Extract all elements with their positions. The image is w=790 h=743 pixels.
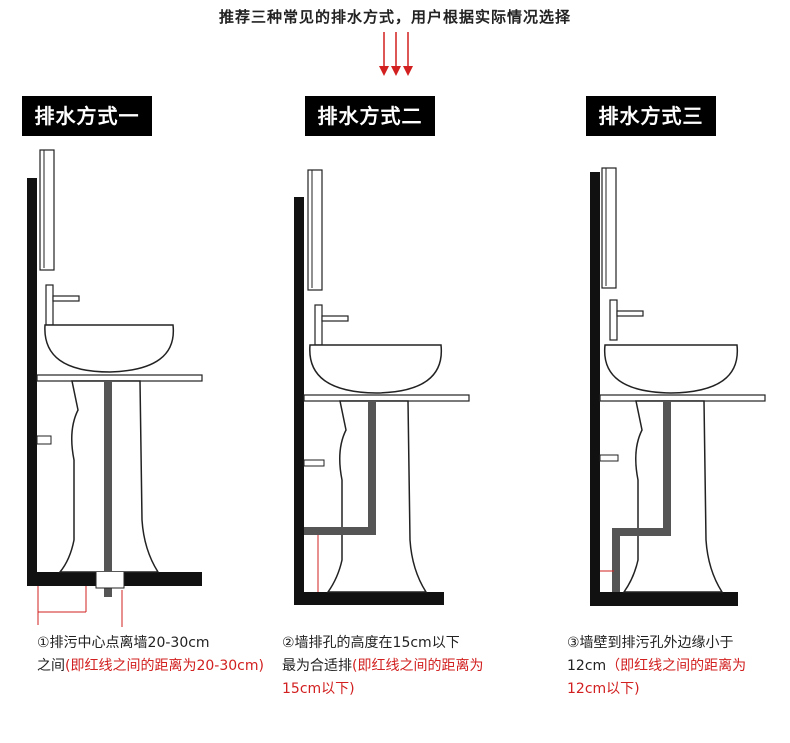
caption-method-1: ①排污中心点离墙20-30cm 之间(即红线之间的距离为20-30cm) — [37, 632, 269, 678]
caption-method-3-black: 12cm — [567, 658, 607, 674]
caption-method-3: ③墙壁到排污孔外边缘小于 12cm（即红线之间的距离为12cm以下) — [567, 632, 782, 701]
diagram-method-3 — [590, 167, 766, 606]
down-arrows-icon — [379, 32, 413, 76]
caption-method-1-red: (即红线之间的距离为20-30cm) — [65, 658, 264, 674]
diagram-method-2 — [294, 169, 470, 605]
method-3-title: 排水方式三 — [586, 96, 716, 136]
caption-method-2-black: 最为合适排 — [282, 658, 352, 674]
caption-method-3-line1: ③墙壁到排污孔外边缘小于 — [567, 635, 734, 651]
page-title: 推荐三种常见的排水方式，用户根据实际情况选择 — [218, 8, 571, 26]
caption-method-2-red: (即红线之间的距离为15cm以下) — [282, 658, 484, 697]
method-1-title: 排水方式一 — [22, 96, 152, 136]
diagram-method-1 — [27, 149, 203, 627]
caption-method-1-black: 之间 — [37, 658, 65, 674]
caption-method-3-red: （即红线之间的距离为12cm以下) — [567, 658, 747, 697]
caption-method-1-line1: ①排污中心点离墙20-30cm — [37, 635, 210, 651]
caption-method-2-line1: ②墙排孔的高度在15cm以下 — [282, 635, 460, 651]
method-2-title: 排水方式二 — [305, 96, 435, 136]
caption-method-2: ②墙排孔的高度在15cm以下 最为合适排(即红线之间的距离为15cm以下) — [282, 632, 514, 701]
